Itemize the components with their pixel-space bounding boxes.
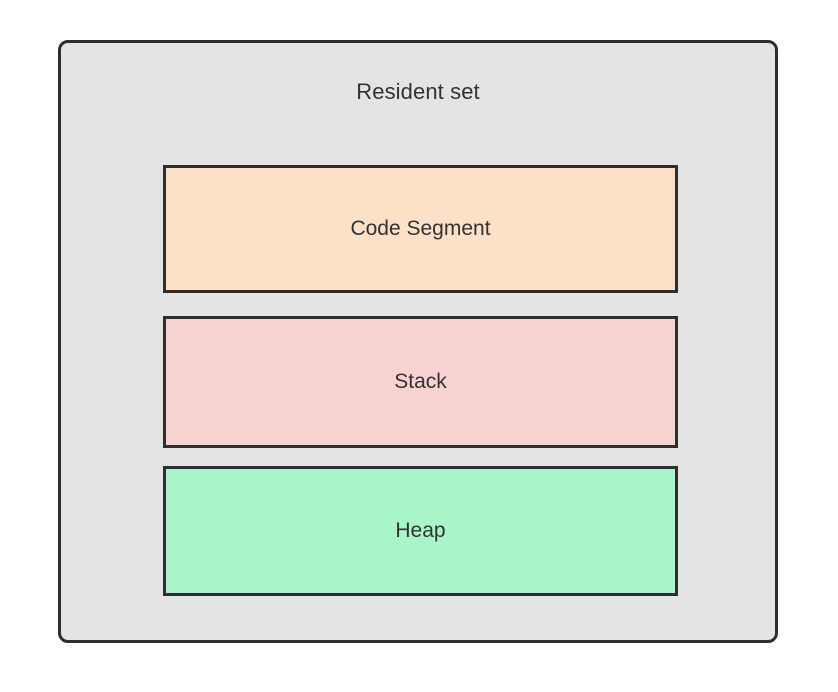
segment-box-stack: Stack	[163, 316, 678, 448]
resident-set-title: Resident set	[356, 79, 480, 104]
segment-label-stack: Stack	[394, 370, 447, 393]
segment-label-heap: Heap	[395, 519, 446, 542]
segment-box-code-segment: Code Segment	[163, 165, 678, 293]
resident-set-container: Resident set Code Segment Stack Heap	[58, 40, 778, 643]
segment-label-code-segment: Code Segment	[350, 217, 491, 240]
segment-box-heap: Heap	[163, 466, 678, 596]
